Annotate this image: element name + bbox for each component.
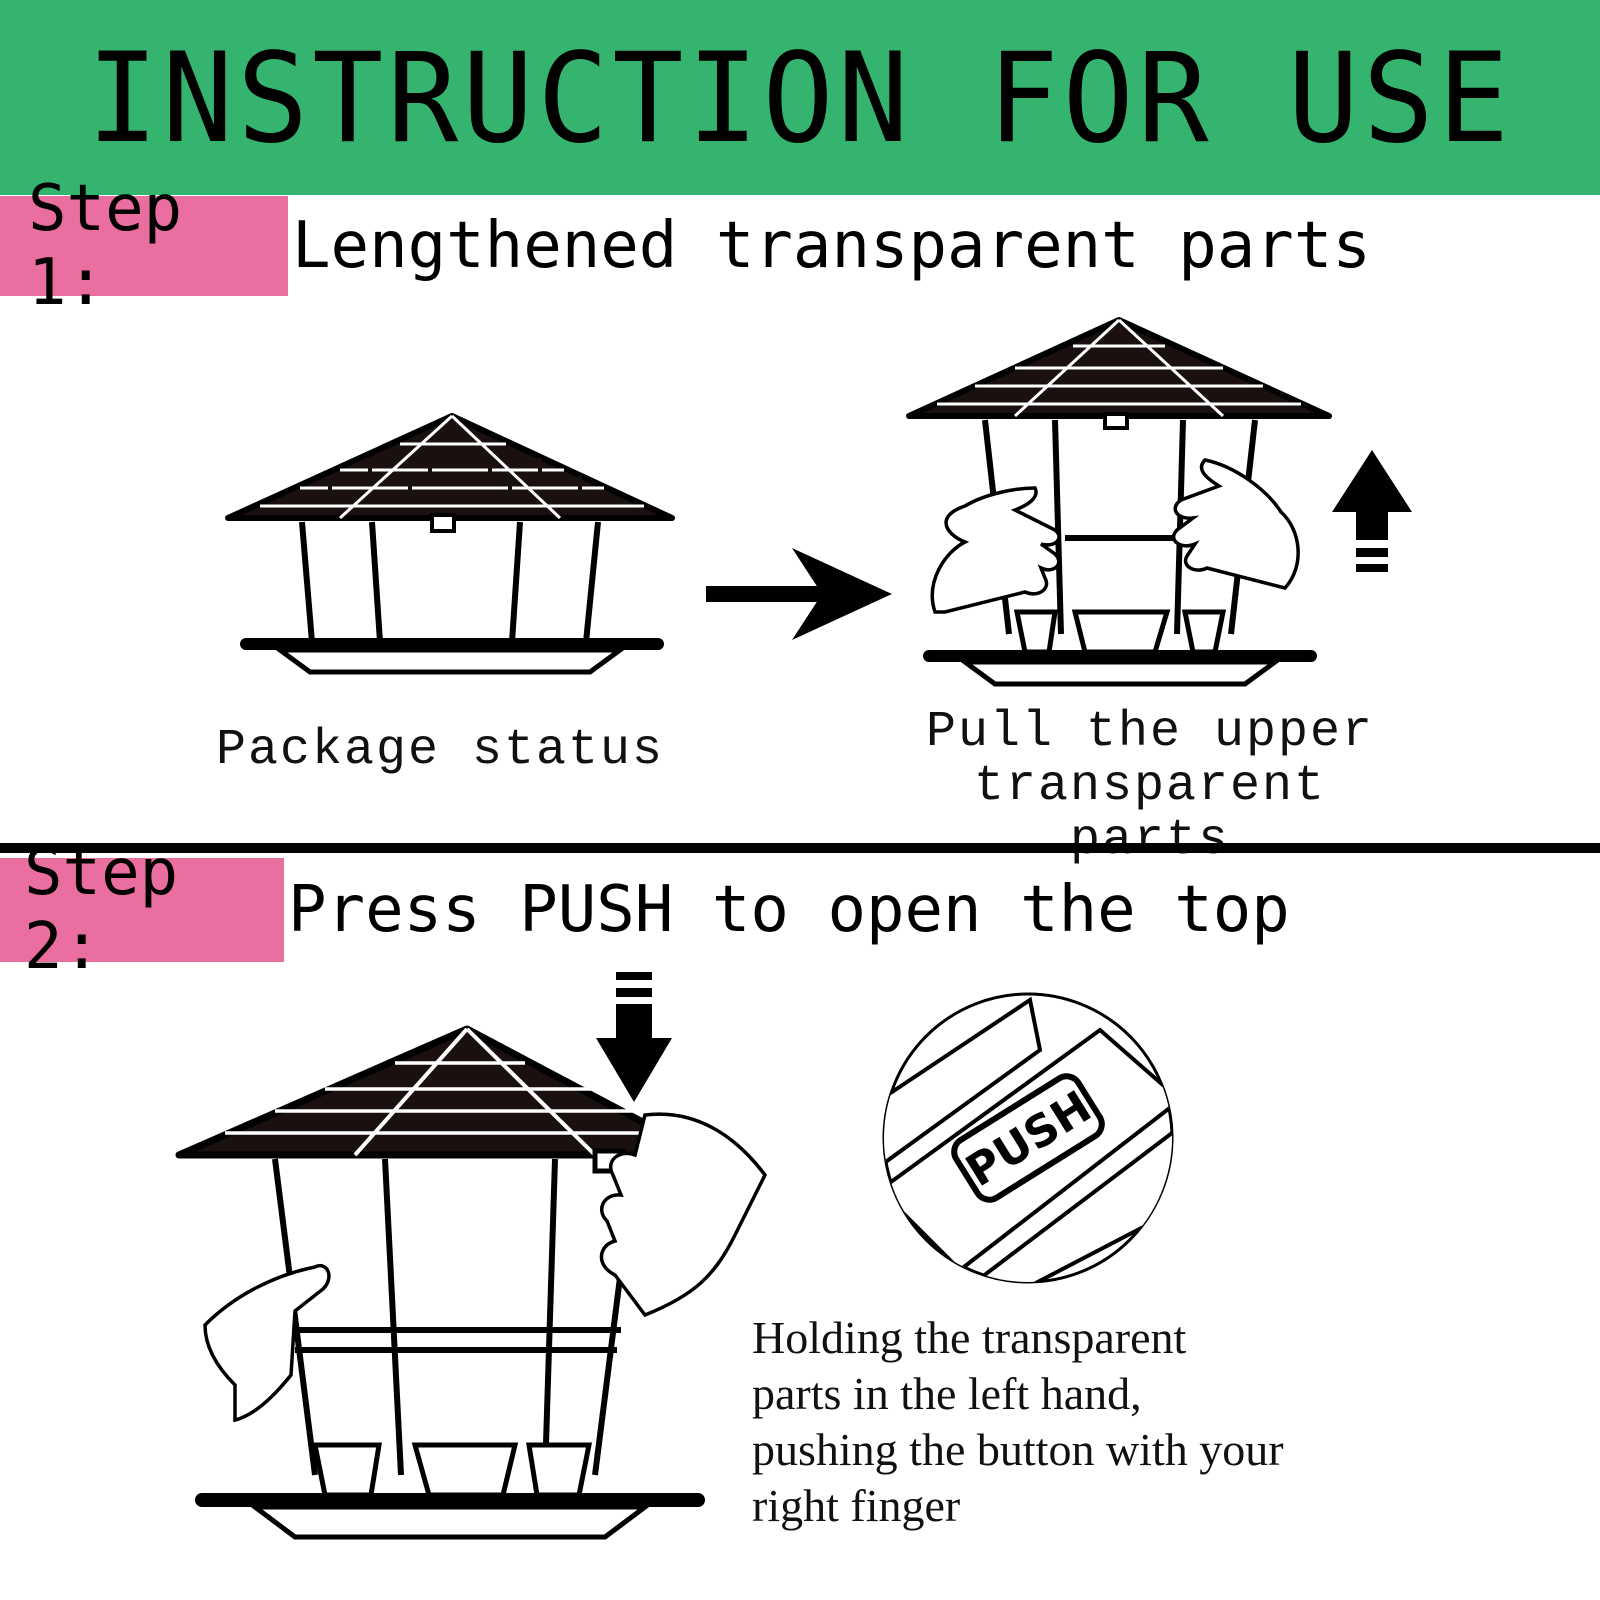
hand-icon — [203, 1263, 331, 1423]
caption-package-status: Package status — [215, 722, 665, 779]
bird-feeder-icon — [906, 317, 1332, 687]
step-1-heading: Step 1: Lengthened transparent parts — [0, 172, 1371, 320]
arrow-up-icon — [1332, 450, 1412, 572]
bird-feeder-icon — [225, 413, 675, 675]
header-banner: INSTRUCTION FOR USE — [0, 0, 1600, 195]
step-2-badge: Step 2: — [0, 836, 284, 984]
caption-pull-line1: Pull the upper — [925, 704, 1375, 761]
arrow-right-icon — [706, 548, 892, 640]
page-title: INSTRUCTION FOR USE — [87, 25, 1513, 170]
caption-pull-line2: transparent parts — [973, 758, 1327, 869]
section-divider — [0, 843, 1600, 853]
step-2-text: Press PUSH to open the top — [288, 873, 1290, 947]
push-button-icon: PUSH — [882, 992, 1174, 1284]
step-1-badge: Step 1: — [0, 172, 288, 320]
bird-feeder-icon — [175, 1025, 768, 1540]
hand-icon — [930, 486, 1061, 614]
step-1-text: Lengthened transparent parts — [292, 209, 1371, 283]
arrow-down-icon — [596, 972, 672, 1102]
step-2-heading: Step 2: Press PUSH to open the top — [0, 836, 1290, 984]
hand-icon — [1171, 458, 1300, 590]
hand-icon — [599, 1112, 768, 1318]
caption-step-2: Holding the transparent parts in the lef… — [752, 1312, 1284, 1531]
